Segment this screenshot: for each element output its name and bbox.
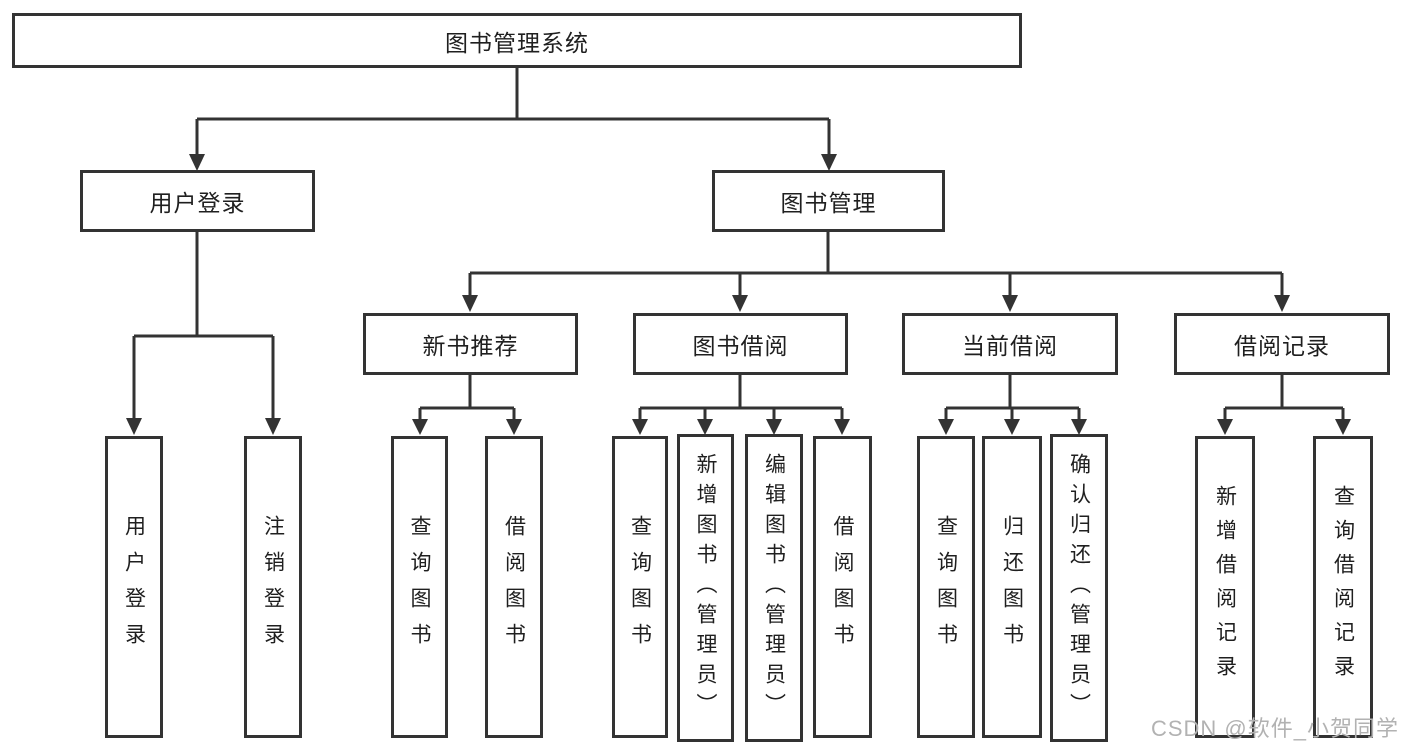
leaf-logout: 注销登录 [244, 436, 302, 738]
connector-current-borrow [938, 375, 1087, 435]
leaf-edit-book-admin: 编辑图书（管理员） [745, 434, 803, 742]
node-label: 用户登录 [149, 190, 246, 216]
node-label: 查询图书 [408, 515, 431, 659]
arrowhead-icon [821, 154, 837, 171]
node-label: 查询图书 [934, 515, 958, 659]
arrowhead-icon [1274, 295, 1290, 312]
arrowhead-icon [506, 419, 522, 435]
node-library-management-system: 图书管理系统 [12, 13, 1022, 68]
node-label: 图书管理 [780, 190, 877, 216]
node-label: 借阅记录 [1234, 333, 1330, 359]
leaf-borrow-book: 借阅图书 [813, 436, 872, 738]
leaf-add-borrow-record: 新增借阅记录 [1195, 436, 1255, 738]
arrowhead-icon [697, 419, 713, 435]
node-user-login-branch: 用户登录 [80, 170, 315, 232]
node-current-borrow: 当前借阅 [902, 313, 1118, 375]
connector-new-book [412, 375, 522, 435]
node-label: 新增图书（管理员） [694, 453, 717, 723]
node-book-management-branch: 图书管理 [712, 170, 945, 232]
leaf-confirm-return-admin: 确认归还（管理员） [1050, 434, 1108, 742]
arrowhead-icon [189, 154, 205, 171]
node-label: 借阅图书 [502, 515, 526, 659]
connector-root [189, 68, 837, 171]
arrowhead-icon [462, 295, 478, 312]
node-label: 当前借阅 [962, 333, 1058, 359]
leaf-query-book-borrow: 查询图书 [612, 436, 668, 738]
node-label: 编辑图书（管理员） [762, 453, 786, 723]
node-label: 注销登录 [261, 515, 285, 659]
arrowhead-icon [938, 419, 954, 435]
arrowhead-icon [265, 418, 281, 435]
node-label: 图书管理系统 [445, 29, 589, 56]
arrowhead-icon [1217, 419, 1233, 435]
leaf-query-book-recommend: 查询图书 [391, 436, 448, 738]
node-label: 借阅图书 [831, 515, 854, 659]
csdn-watermark: CSDN @软件_小贺同学 [1150, 716, 1399, 741]
leaf-return-book: 归还图书 [982, 436, 1042, 738]
node-borrow-record: 借阅记录 [1174, 313, 1390, 375]
arrowhead-icon [126, 418, 142, 435]
arrowhead-icon [1335, 419, 1351, 435]
leaf-add-book-admin: 新增图书（管理员） [677, 434, 734, 742]
arrowhead-icon [412, 419, 428, 435]
leaf-user-login: 用户登录 [105, 436, 163, 738]
node-label: 查询图书 [628, 515, 652, 659]
arrowhead-icon [1002, 295, 1018, 312]
leaf-borrow-book-recommend: 借阅图书 [485, 436, 543, 738]
node-label: 用户登录 [122, 515, 146, 659]
node-book-borrow: 图书借阅 [633, 313, 848, 375]
arrowhead-icon [834, 419, 850, 435]
arrowhead-icon [632, 419, 648, 435]
arrowhead-icon [1004, 419, 1020, 435]
connector-book-borrow [632, 375, 850, 435]
connector-book-management [462, 232, 1290, 312]
node-label: 查询借阅记录 [1331, 485, 1355, 689]
leaf-query-book-current: 查询图书 [917, 436, 975, 738]
connector-borrow-record [1217, 375, 1351, 435]
node-label: 归还图书 [1000, 515, 1024, 659]
node-new-book-recommend: 新书推荐 [363, 313, 578, 375]
connector-user-login [126, 232, 281, 435]
node-label: 新书推荐 [422, 333, 519, 359]
leaf-query-borrow-record: 查询借阅记录 [1313, 436, 1373, 738]
node-label: 新增借阅记录 [1213, 485, 1237, 689]
node-label: 图书借阅 [692, 333, 789, 359]
node-label: 确认归还（管理员） [1067, 453, 1091, 723]
arrowhead-icon [1071, 419, 1087, 435]
arrowhead-icon [766, 419, 782, 435]
arrowhead-icon [732, 295, 748, 312]
